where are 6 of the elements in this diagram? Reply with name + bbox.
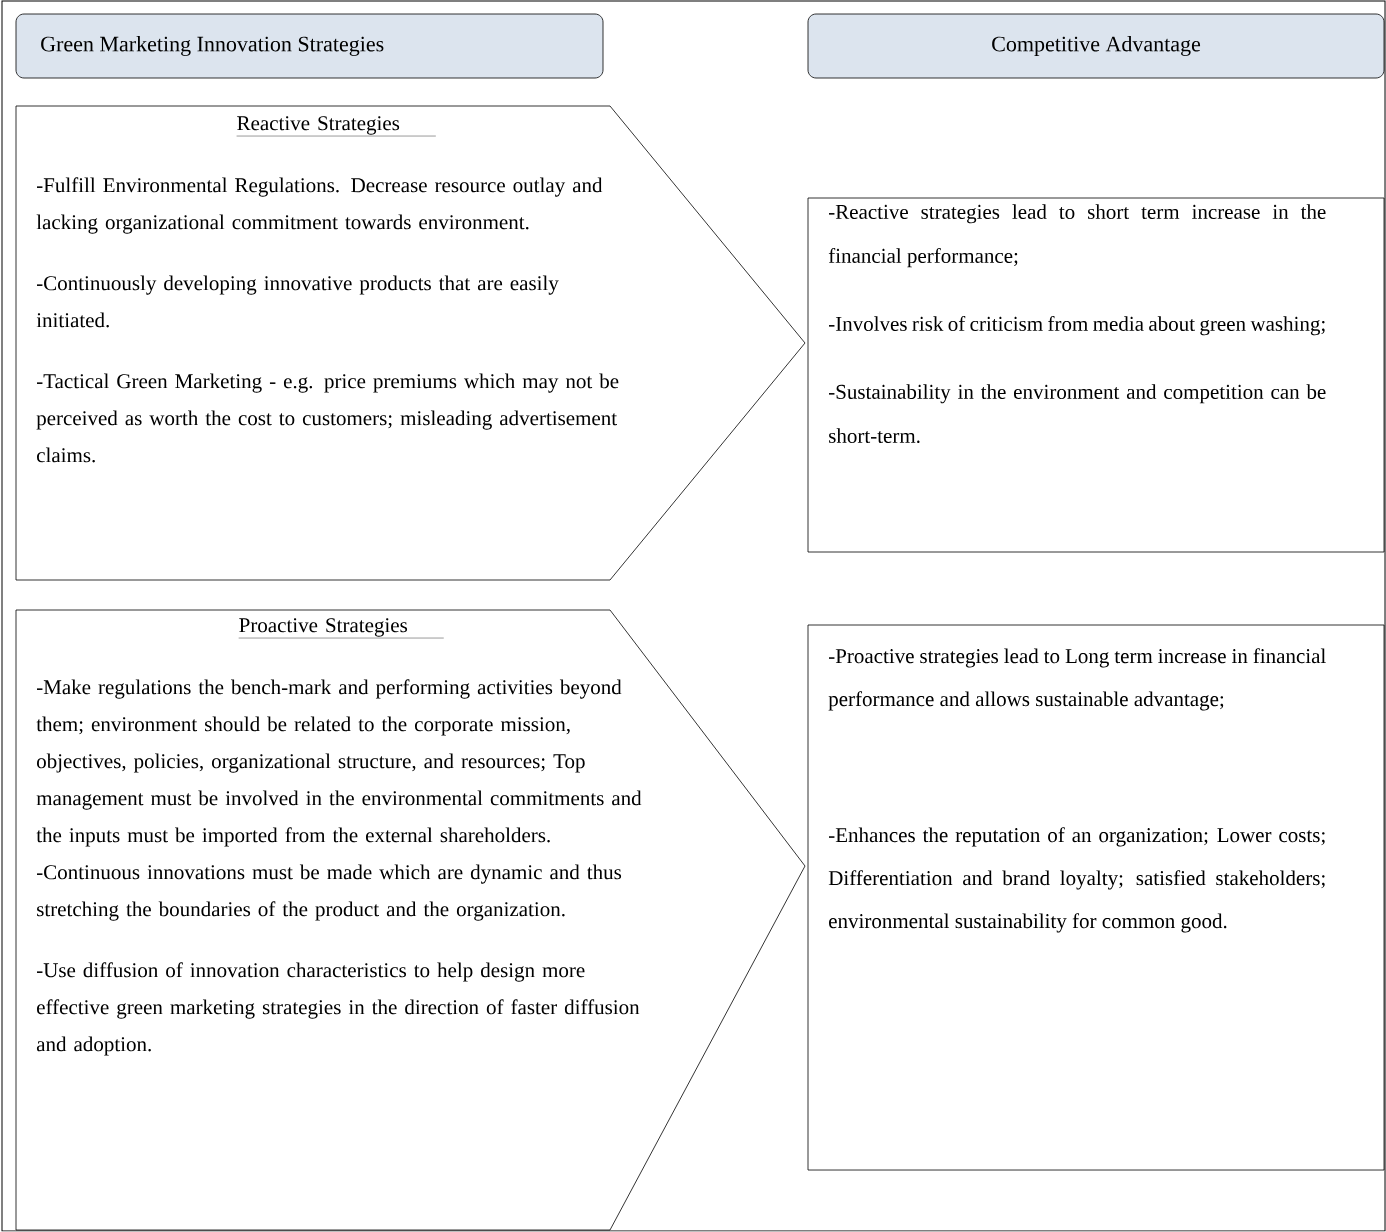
header-box: Green Marketing Innovation Strategies — [15, 13, 604, 79]
pentagon-arrow-box: Proactive Strategies -Make regulations the bench-mark and performing activities beyond them; environment should be related to the corporate mission, objectives, policies, organizational structure, and resources; Top management must be involved in the environmental commitments and the inputs must be imported from the external shareholders. -Continuous innovations must be made which are dynamic and thus stretching the boundaries of the product and the organization. -Use diffusion of innovation characteristics to help design more effective green marketing strategies in the direction of faster diffusion and adoption. — [15, 609, 806, 1231]
text-box: -Reactive strategies lead to short term increase in the financial performance; -Involves risk of criticism from media about green washing; -Sustainability in the environment and competition can be short-term. — [807, 197, 1385, 553]
header-box: Competitive Advantage — [807, 13, 1385, 79]
pentagon-arrow-box: Reactive Strategies -Fulfill Environmental Regulations. Decrease resource outlay and lacking organizational commitment towards environment. -Continuously developing innovative products that are easily initiated. -Tactical Green Marketing - e.g. price premiums which may not be perceived as worth the cost to customers; misleading advertisement claims. — [15, 105, 806, 581]
text-box: -Proactive strategies lead to Long term increase in financial performance and allows sustainable advantage; -Enhances the reputation of an organization; Lower costs; Differentiation and brand loyalty; satisfied stakeholders; environmental sustainability for common good. — [807, 624, 1385, 1171]
